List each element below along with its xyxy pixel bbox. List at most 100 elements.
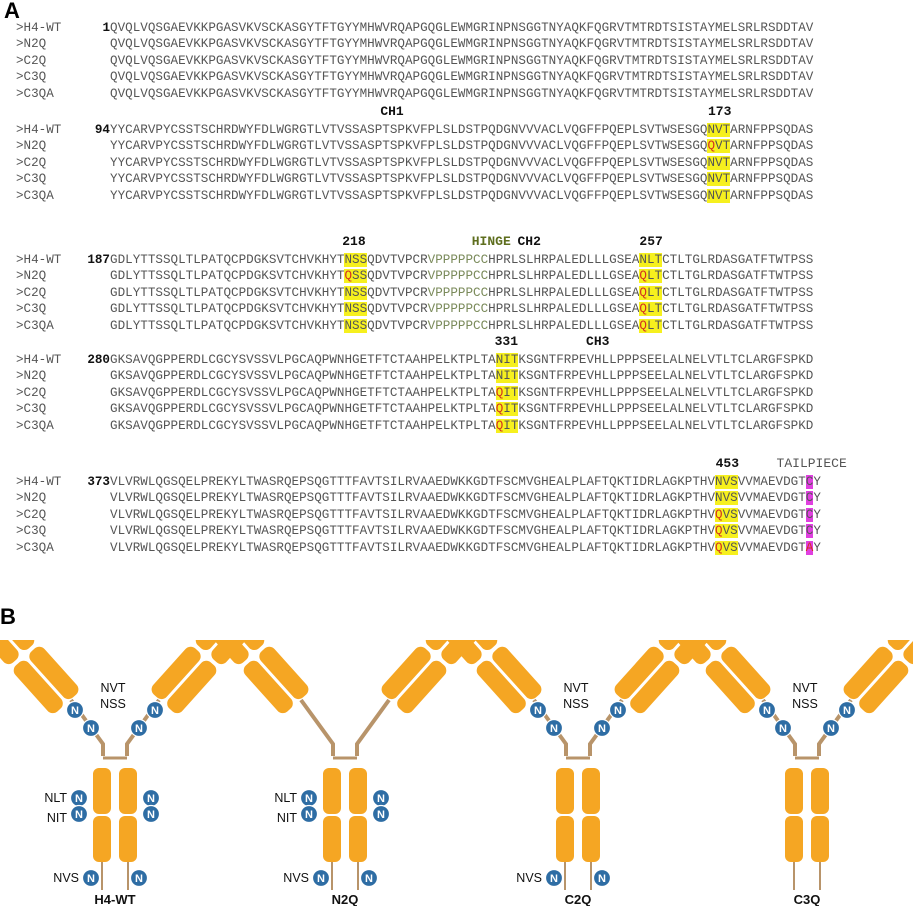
glycan-n-icon: N bbox=[544, 718, 564, 738]
svg-text:N: N bbox=[550, 873, 558, 885]
region-label: TAILPIECE bbox=[776, 456, 847, 471]
sequence-name: >C2Q bbox=[16, 507, 47, 522]
region-label: 173 bbox=[707, 104, 732, 119]
sequence-name: >N2Q bbox=[16, 491, 47, 506]
glycan-n-icon: N bbox=[81, 718, 101, 738]
svg-text:N: N bbox=[763, 705, 771, 717]
glycan-n-icon: N bbox=[821, 718, 841, 738]
sequence-text: GKSAVQGPPERDLCGCYSVSSVLPGCAQPWNHGETFTCTA… bbox=[110, 418, 814, 433]
region-label: 331 bbox=[494, 334, 519, 349]
residue-start-number: 94 bbox=[94, 123, 110, 137]
glycan-n-icon: N bbox=[592, 868, 612, 888]
svg-text:N: N bbox=[87, 723, 95, 735]
antibody-name: C3Q bbox=[794, 892, 821, 906]
glycosite-label: NVS bbox=[53, 871, 79, 885]
antibody-name: N2Q bbox=[332, 892, 359, 906]
panel-a-label: A bbox=[4, 0, 20, 23]
panel-b-label: B bbox=[0, 604, 16, 629]
svg-text:N: N bbox=[317, 873, 325, 885]
glycan-n-icon: N bbox=[311, 868, 331, 888]
sequence-text: QVQLVQSGAEVKKPGASVKVSCKASGYTFTGYYMHWVRQA… bbox=[110, 70, 814, 85]
glycan-n-icon: N bbox=[757, 700, 777, 720]
sequence-name: >C2Q bbox=[16, 155, 47, 170]
glycan-n-icon: N bbox=[592, 718, 612, 738]
fc-region bbox=[93, 768, 137, 862]
glycosite-label: NSS bbox=[792, 697, 818, 711]
glycosite-label: NSS bbox=[100, 697, 126, 711]
glycan-n-icon: N bbox=[145, 700, 165, 720]
svg-text:N: N bbox=[827, 723, 835, 735]
svg-text:N: N bbox=[71, 705, 79, 717]
fc-region bbox=[323, 768, 367, 862]
alignment-row: >C2Q GKSAVQGPPERDLCGCYSVSSVLPGCAQPWNHGETF… bbox=[16, 385, 813, 401]
sequence-text: GKSAVQGPPERDLCGCYSVSSVLPGCAQPWNHGETFTCTA… bbox=[110, 385, 814, 400]
region-label: HINGE bbox=[471, 234, 511, 249]
sequence-name: >C2Q bbox=[16, 385, 47, 400]
svg-text:N: N bbox=[550, 723, 558, 735]
sequence-name: >C3QA bbox=[16, 540, 54, 555]
glycosite-label: NLT bbox=[44, 791, 67, 805]
glycan-n-icon: N bbox=[141, 804, 161, 824]
glycan-n-icon: N bbox=[129, 868, 149, 888]
sequence-text: QVQLVQSGAEVKKPGASVKVSCKASGYTFTGYYMHWVRQA… bbox=[110, 86, 814, 101]
sequence-name: >N2Q bbox=[16, 369, 47, 384]
svg-text:N: N bbox=[87, 873, 95, 885]
residue-start-number: 187 bbox=[87, 253, 110, 267]
sequence-text: GDLYTTSSQLTLPATQCPDGKSVTCHVKHYTNSSQDVTVP… bbox=[110, 318, 814, 333]
svg-text:N: N bbox=[377, 793, 385, 805]
glycosite-label: NVS bbox=[283, 871, 309, 885]
sequence-text: VLVRWLQGSQELPREKYLTWASRQEPSQGTTTFAVTSILR… bbox=[110, 524, 821, 539]
sequence-text: GDLYTTSSQLTLPATQCPDGKSVTCHVKHYTQSSQDVTVP… bbox=[110, 269, 814, 284]
svg-text:N: N bbox=[598, 873, 606, 885]
svg-text:N: N bbox=[135, 723, 143, 735]
antibody-name: C2Q bbox=[565, 892, 592, 906]
residue-start-number: 280 bbox=[87, 353, 110, 367]
glycan-n-icon: N bbox=[129, 718, 149, 738]
sequence-text: GDLYTTSSQLTLPATQCPDGKSVTCHVKHYTNSSQDVTVP… bbox=[110, 253, 814, 267]
sequence-name: >C3Q bbox=[16, 302, 47, 317]
region-label: 218 bbox=[342, 234, 366, 249]
sequence-name: >C3QA bbox=[16, 418, 54, 433]
alignment-row: >C3Q VLVRWLQGSQELPREKYLTWASRQEPSQGTTTFAVT… bbox=[16, 523, 821, 539]
glycosite-label: NIT bbox=[47, 811, 68, 825]
svg-text:N: N bbox=[843, 705, 851, 717]
sequence-name: >C3QA bbox=[16, 318, 54, 333]
glycan-n-icon: N bbox=[69, 788, 89, 808]
sequence-text: QVQLVQSGAEVKKPGASVKVSCKASGYTFTGYYMHWVRQA… bbox=[110, 53, 814, 68]
sequence-text: VLVRWLQGSQELPREKYLTWASRQEPSQGTTTFAVTSILR… bbox=[110, 540, 821, 555]
sequence-text: YYCARVPYCSSTSCHRDWYFDLWGRGTLVTVSSASPTSPK… bbox=[110, 123, 814, 137]
sequence-text: YYCARVPYCSSTSCHRDWYFDLWGRGTLVTVSSASPTSPK… bbox=[110, 188, 814, 203]
glycan-n-icon: N bbox=[141, 788, 161, 808]
glycan-n-icon: N bbox=[359, 868, 379, 888]
svg-text:N: N bbox=[151, 705, 159, 717]
sequence-name: >H4-WT bbox=[16, 353, 62, 367]
fc-region bbox=[785, 768, 829, 862]
svg-text:N: N bbox=[147, 793, 155, 805]
sequence-name: >C2Q bbox=[16, 53, 47, 68]
sequence-name: >C3Q bbox=[16, 524, 47, 539]
svg-text:N: N bbox=[75, 809, 83, 821]
alignment-row: >C3QA GKSAVQGPPERDLCGCYSVSSVLPGCAQPWNHGET… bbox=[16, 418, 813, 434]
svg-text:N: N bbox=[305, 793, 313, 805]
residue-start-number: 1 bbox=[102, 21, 110, 35]
region-label: 453 bbox=[715, 456, 739, 471]
glycosite-label: NIT bbox=[277, 811, 298, 825]
sequence-name: >C3Q bbox=[16, 172, 47, 187]
glycan-n-icon: N bbox=[528, 700, 548, 720]
svg-text:N: N bbox=[534, 705, 542, 717]
